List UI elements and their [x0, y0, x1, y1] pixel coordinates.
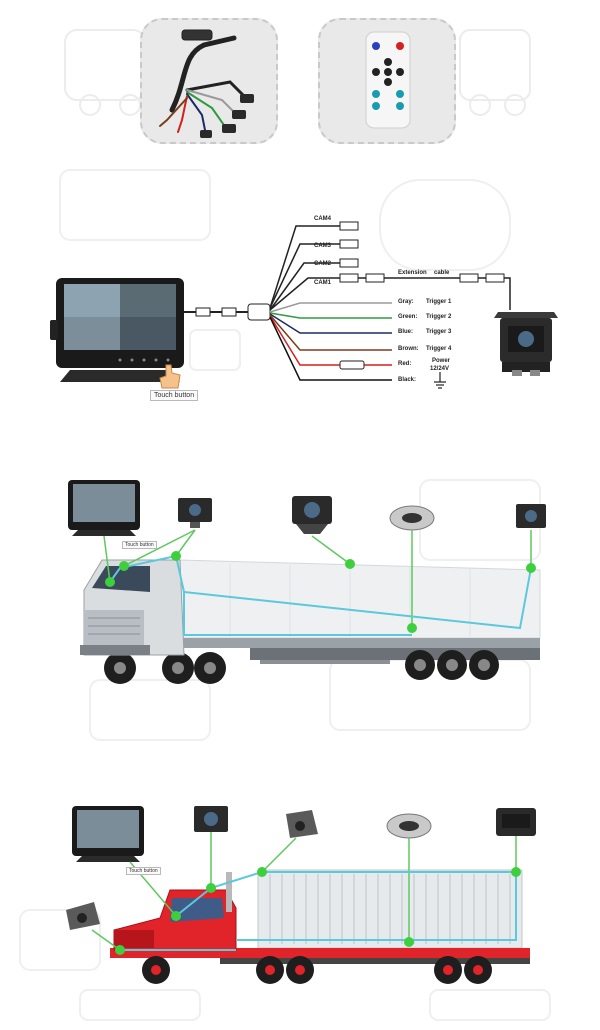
ground-symbol-icon: [434, 372, 446, 389]
truck2-side-camera-icon: [286, 810, 318, 838]
background-vehicles-icon: [64, 29, 531, 116]
truck1-camera-1-icon: [178, 498, 212, 528]
truck1-camera-4-icon: [516, 504, 546, 528]
cam4-label: CAM4: [314, 216, 332, 222]
cam3-label: CAM3: [314, 243, 332, 249]
truck1-illustration: [68, 479, 546, 741]
wire-black-label: Black:: [398, 377, 417, 383]
wire-red-label: Red:: [398, 361, 412, 367]
power-voltage: 12/24V: [430, 366, 450, 372]
truck1-monitor-icon: [68, 480, 140, 536]
truck1-dome-camera-icon: [389, 505, 435, 531]
wiring-diagram-panel: CAM4 CAM3 CAM2 CAM1 Extension cable Gray…: [0, 160, 600, 420]
truck2-monitor-icon: [72, 806, 144, 862]
finger-pointer-icon: [159, 364, 181, 389]
remote-card: [318, 18, 456, 144]
install-truck1-panel: Touch button: [0, 460, 600, 750]
cam1-label: CAM1: [314, 280, 332, 286]
container-trailer-icon: [257, 869, 523, 949]
harness-card: [140, 18, 278, 144]
wire-brown-function: Trigger 4: [426, 346, 452, 352]
extension-label: Extension: [398, 270, 427, 276]
wire-brown-label: Brown:: [398, 346, 419, 352]
touch-button-label: Touch button: [150, 390, 199, 401]
cable-harness-icon: [159, 29, 254, 138]
truck1-camera-2-icon: [292, 496, 332, 534]
truck2-cab-icon: [113, 872, 237, 951]
wire-green-function: Trigger 2: [426, 314, 452, 320]
wire-blue-function: Trigger 3: [426, 329, 452, 335]
wiring-diagram-svg: [50, 169, 558, 389]
monitor-icon: [50, 278, 184, 382]
remote-control-icon: [365, 31, 411, 129]
truck1-cab-icon: [80, 559, 185, 656]
truck2-touch-button-label: Touch button: [126, 867, 161, 875]
wire-gray-function: Trigger 1: [426, 299, 452, 305]
truck2-front-camera-icon: [66, 902, 100, 930]
wire-gray-label: Gray:: [398, 299, 414, 305]
rear-camera-icon: [494, 312, 558, 376]
curtain-trailer-icon: [179, 559, 541, 664]
accessories-panel: [0, 0, 600, 160]
wire-blue-label: Blue:: [398, 329, 413, 335]
truck2-camera-1-icon: [194, 806, 228, 832]
cable-label: cable: [434, 270, 450, 276]
cam2-label: CAM2: [314, 261, 332, 267]
truck2-camera-4-icon: [496, 808, 536, 836]
wire-red-function: Power: [432, 358, 451, 364]
install-truck2-panel: Touch button: [0, 790, 600, 1030]
truck1-touch-button-label: Touch button: [122, 541, 157, 549]
truck2-dome-camera-icon: [386, 813, 432, 839]
truck2-illustration: [19, 806, 551, 1021]
wire-green-label: Green:: [398, 314, 418, 320]
